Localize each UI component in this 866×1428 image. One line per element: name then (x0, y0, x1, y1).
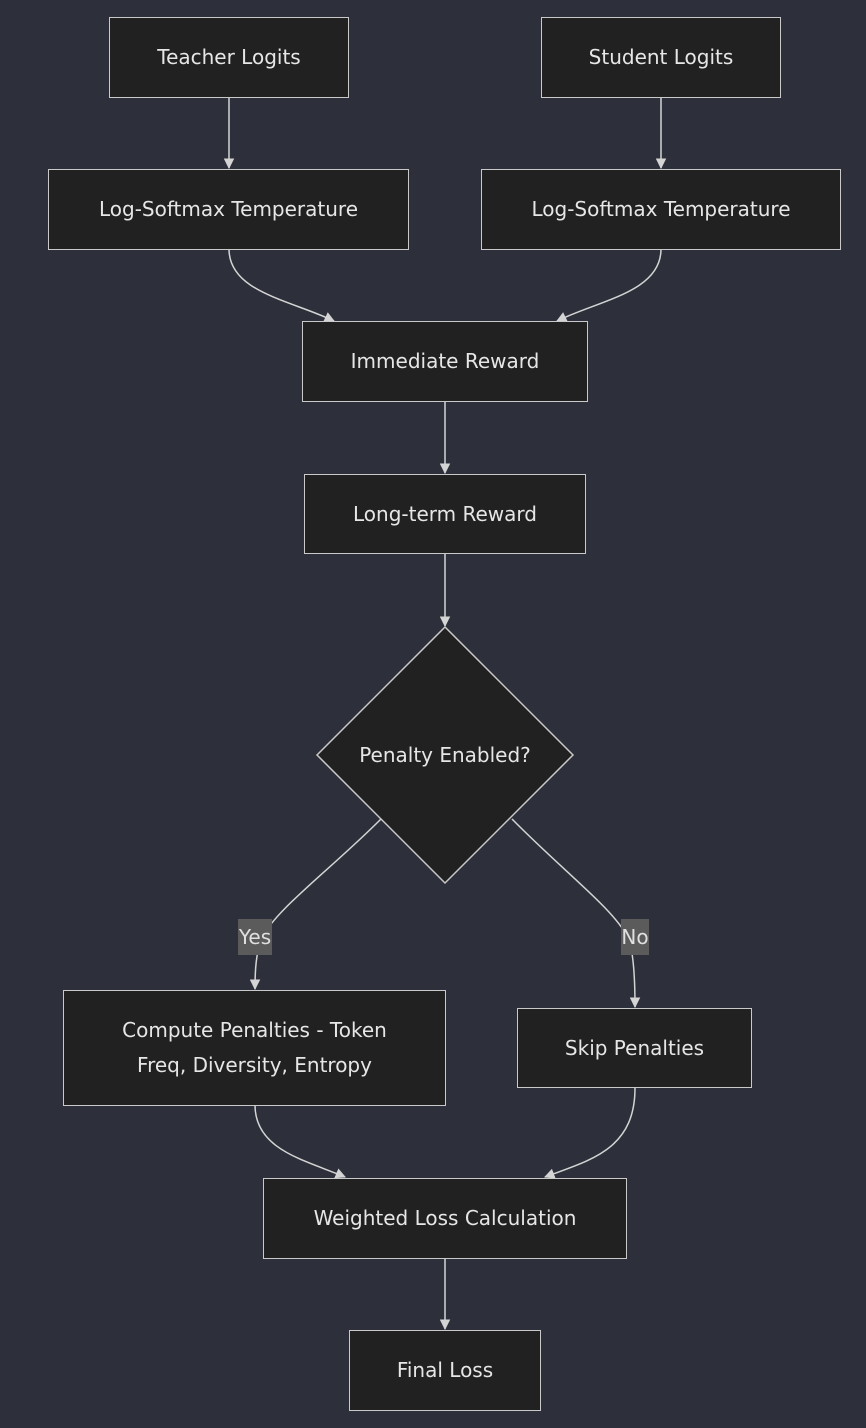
edge-penalty-yes-to-compute (249, 818, 382, 991)
compute-penalties-node: Compute Penalties - Token Freq, Diversit… (63, 990, 446, 1106)
edge-compute-to-weighted (254, 1104, 346, 1179)
immediate-reward-node: Immediate Reward (302, 321, 588, 402)
weighted-loss-label: Weighted Loss Calculation (313, 1206, 577, 1230)
teacher-log-softmax-label: Log-Softmax Temperature (98, 197, 359, 221)
final-loss-label: Final Loss (396, 1358, 494, 1382)
penalty-enabled-label: Penalty Enabled? (359, 743, 531, 767)
long-term-reward-node: Long-term Reward (304, 474, 586, 554)
student-log-softmax-label: Log-Softmax Temperature (531, 197, 791, 221)
skip-penalties-node: Skip Penalties (517, 1008, 752, 1088)
yes-edge-label: Yes (238, 919, 272, 955)
teacher-log-softmax-node: Log-Softmax Temperature (48, 169, 409, 250)
student-log-softmax-node: Log-Softmax Temperature (481, 169, 841, 250)
edge-student-logsoftmax-to-immediate (556, 248, 662, 322)
student-logits-node: Student Logits (541, 17, 781, 98)
compute-penalties-label-line1: Compute Penalties - Token (122, 1018, 387, 1042)
final-loss-node: Final Loss (349, 1330, 541, 1411)
edge-penalty-no-to-skip (511, 818, 641, 1009)
edge-skip-to-weighted (544, 1087, 636, 1179)
teacher-logits-node: Teacher Logits (109, 17, 349, 98)
immediate-reward-label: Immediate Reward (350, 349, 540, 373)
penalty-decision-diamond (315, 625, 575, 885)
weighted-loss-node: Weighted Loss Calculation (263, 1178, 627, 1259)
compute-penalties-label-line2: Freq, Diversity, Entropy (137, 1053, 372, 1077)
student-logits-label: Student Logits (588, 45, 734, 69)
teacher-logits-label: Teacher Logits (157, 45, 301, 69)
no-edge-label: No (621, 919, 649, 955)
long-term-reward-label: Long-term Reward (353, 501, 537, 526)
edge-teacher-logsoftmax-to-immediate (228, 248, 335, 322)
skip-penalties-label: Skip Penalties (564, 1035, 705, 1060)
